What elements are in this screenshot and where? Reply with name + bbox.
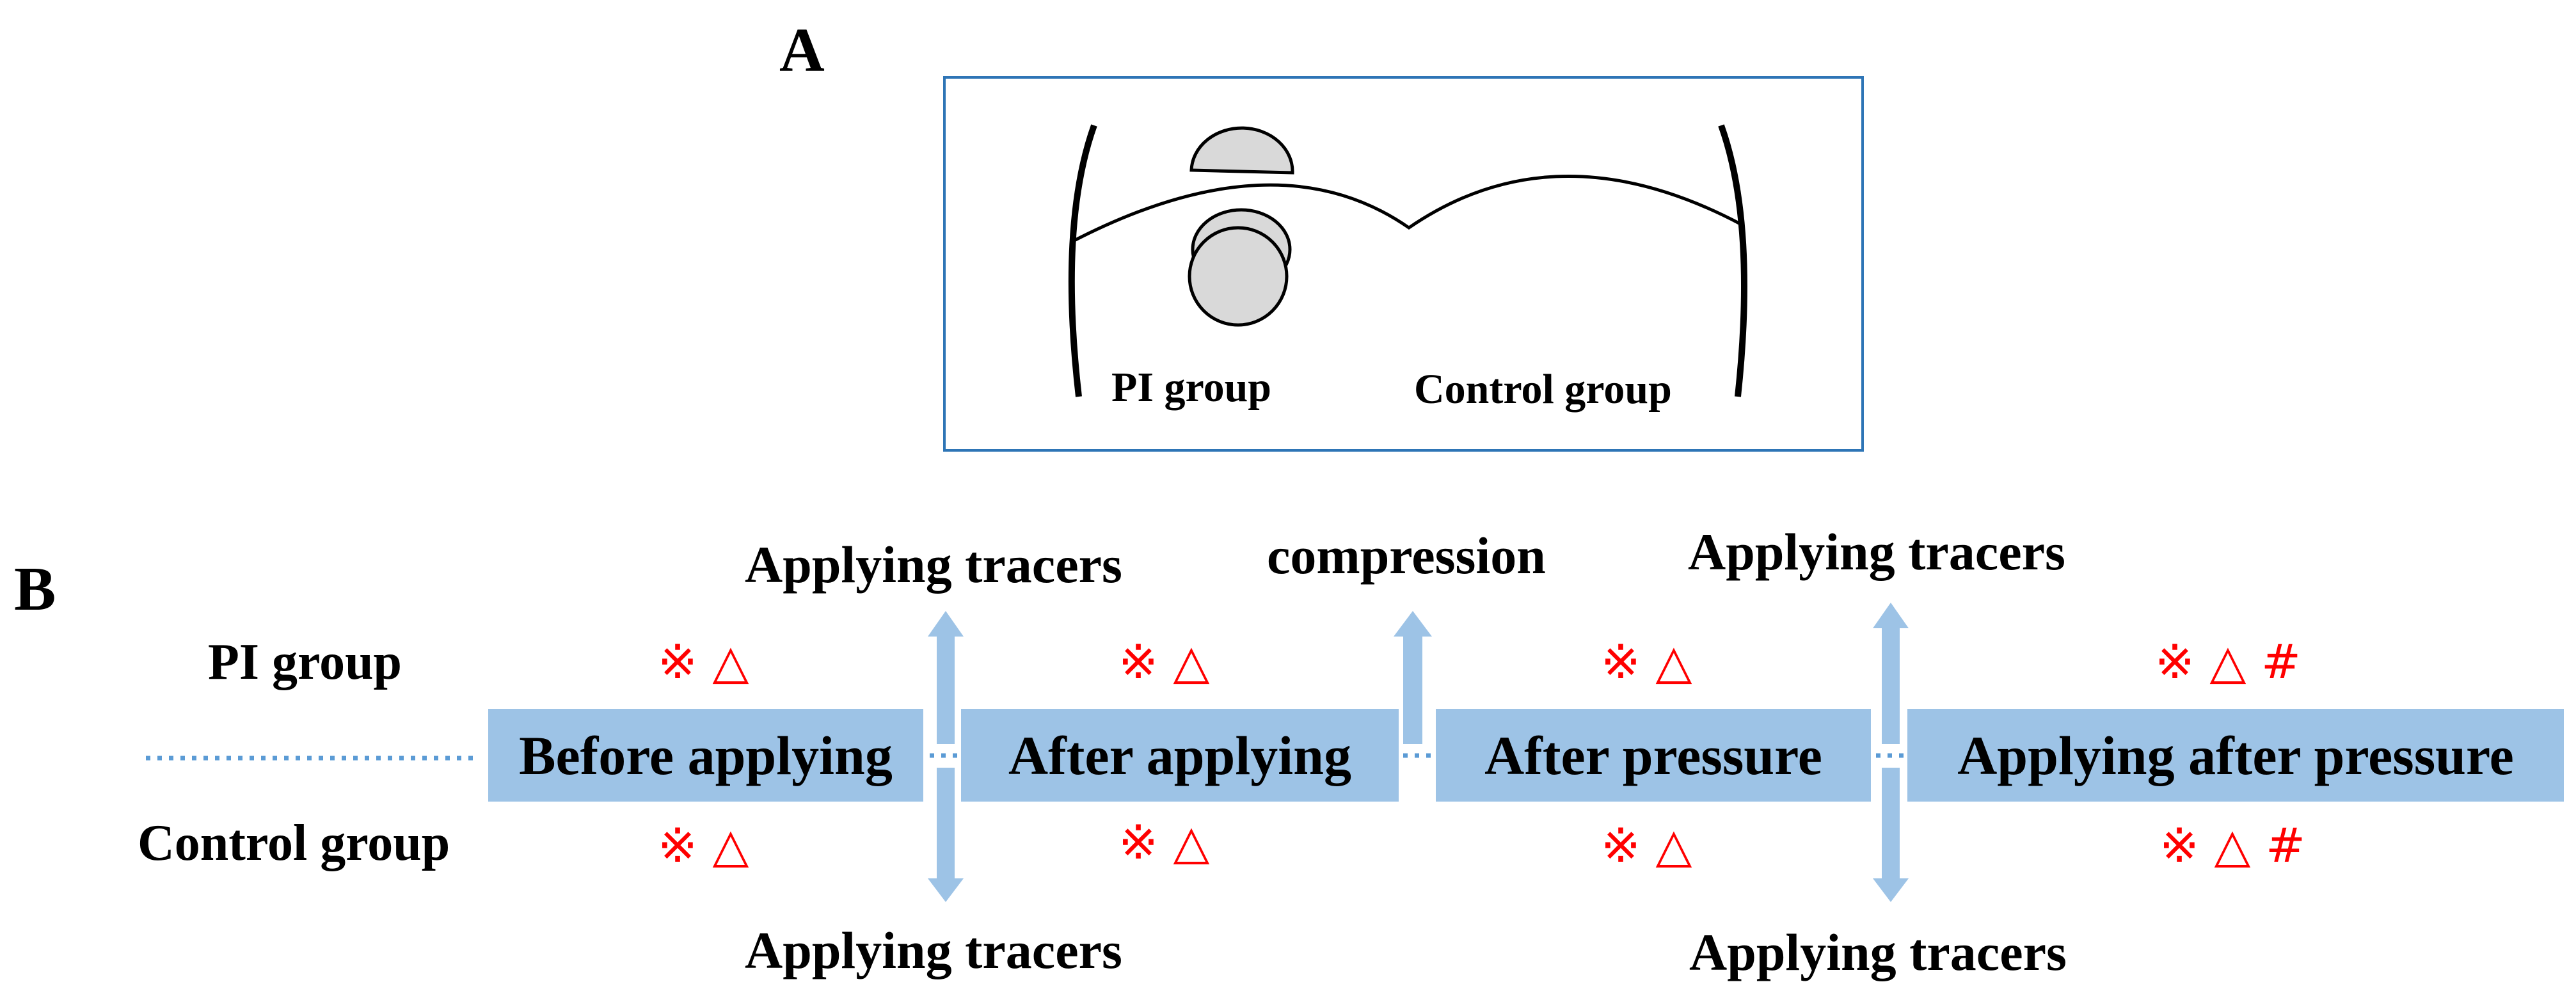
- action-bottom-applying-tracers-1: Applying tracers: [745, 921, 1122, 979]
- marks-control-stage-4: ※ △ #: [2159, 818, 2305, 873]
- tracer-disc-front: [1188, 226, 1289, 327]
- action-top-applying-tracers-2: Applying tracers: [1688, 523, 2065, 581]
- marks-control-stage-2: ※ △: [1118, 815, 1210, 870]
- panel-a-letter: A: [779, 16, 825, 85]
- arrow-up-1: [928, 611, 964, 637]
- panel-a-frame: [943, 76, 1864, 452]
- marks-pi-stage-2: ※ △: [1118, 635, 1210, 690]
- arrow-up-2: [1394, 611, 1432, 637]
- right-bracket: [1718, 124, 1747, 397]
- marks-pi-stage-1: ※ △: [658, 635, 749, 690]
- back-contour: [1070, 175, 1742, 244]
- row-label-control-group: Control group: [138, 815, 450, 871]
- stage-before-applying: Before applying: [488, 709, 923, 802]
- arrow-down-1: [928, 878, 964, 902]
- marks-pi-stage-3: ※ △: [1601, 635, 1692, 690]
- action-top-compression: compression: [1267, 527, 1546, 585]
- arrow-down-3: [1873, 878, 1909, 902]
- panel-b-letter: B: [14, 555, 56, 624]
- action-bottom-applying-tracers-2: Applying tracers: [1689, 923, 2067, 981]
- marks-pi-stage-4: ※ △ #: [2155, 635, 2301, 690]
- stage-after-applying: After applying: [961, 709, 1399, 802]
- stage-applying-after-pressure: Applying after pressure: [1907, 709, 2564, 802]
- row-label-pi-group: PI group: [208, 634, 402, 690]
- marks-control-stage-3: ※ △: [1601, 818, 1692, 873]
- action-top-applying-tracers-1: Applying tracers: [745, 535, 1122, 594]
- stage-after-pressure: After pressure: [1436, 709, 1871, 802]
- pi-group-label: PI group: [1111, 364, 1272, 411]
- control-group-label: Control group: [1414, 366, 1672, 413]
- tracer-disc-above: [1189, 126, 1294, 175]
- arrow-up-3: [1873, 603, 1909, 628]
- marks-control-stage-1: ※ △: [658, 818, 749, 873]
